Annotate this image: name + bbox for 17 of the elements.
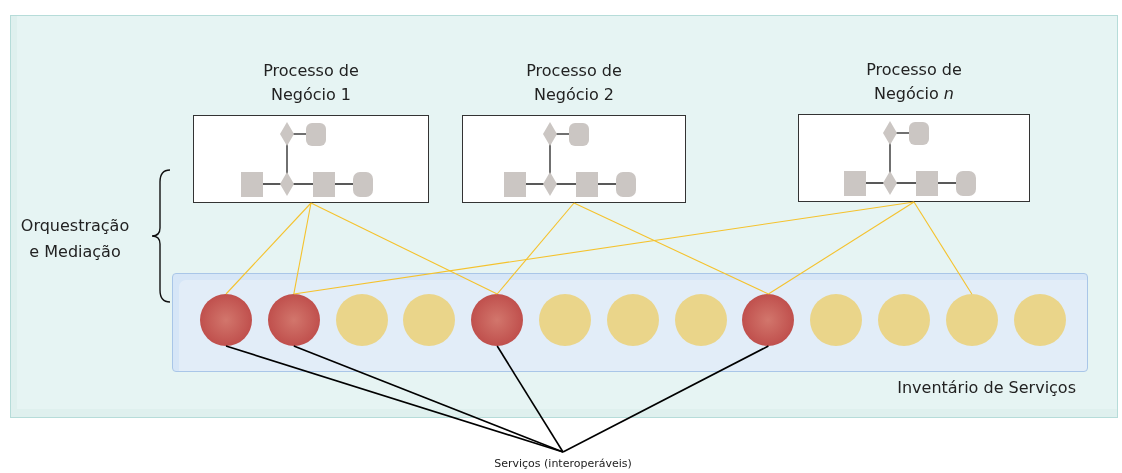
process-heading: Processo de Negócio n (865, 59, 963, 105)
services-caption: Serviços (interoperáveis) (493, 456, 633, 472)
connector-line (310, 202, 498, 295)
connector-line (767, 201, 915, 295)
connector-line (293, 202, 312, 295)
connector-line (573, 202, 769, 295)
connector-line (913, 201, 973, 295)
connector-line (562, 345, 770, 453)
process-heading: Processo de Negócio 2 (525, 60, 623, 106)
connector-line (293, 345, 564, 453)
connector-line (496, 345, 564, 453)
connector-line (293, 201, 915, 295)
connector-line (225, 202, 312, 295)
tray-label: Inventário de Serviços (897, 378, 1076, 397)
connector-line (496, 202, 575, 295)
side-label: Orquestração e Mediação (19, 215, 131, 263)
process-heading: Processo de Negócio 1 (262, 60, 360, 106)
